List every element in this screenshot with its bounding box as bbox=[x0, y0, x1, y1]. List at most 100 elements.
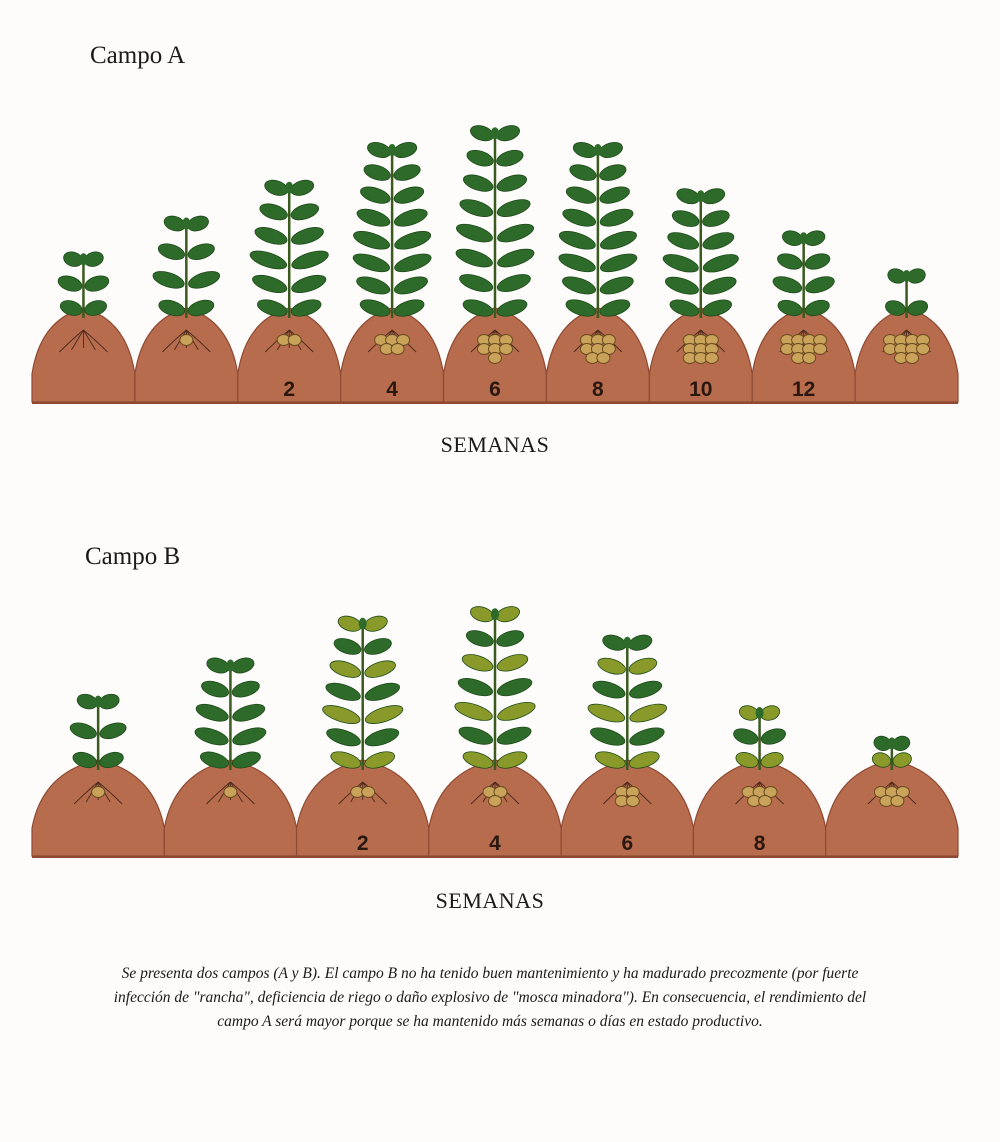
leaf-tip bbox=[903, 270, 911, 282]
leaf bbox=[598, 206, 635, 230]
leaf bbox=[701, 274, 738, 298]
leaf-tip bbox=[359, 618, 367, 630]
mound bbox=[164, 760, 296, 856]
leaf bbox=[803, 251, 832, 272]
leaf bbox=[363, 725, 401, 749]
leaf bbox=[231, 701, 267, 725]
leaf bbox=[596, 655, 628, 677]
tuber bbox=[814, 344, 827, 355]
leaf bbox=[186, 241, 216, 263]
leaf bbox=[495, 172, 529, 195]
leaf bbox=[628, 700, 669, 725]
tuber bbox=[489, 353, 502, 364]
tuber bbox=[597, 353, 610, 364]
leaf bbox=[156, 241, 186, 263]
caption-text: Se presenta dos campos (A y B). El campo… bbox=[95, 962, 885, 1034]
leaf bbox=[186, 268, 221, 291]
leaf bbox=[151, 268, 186, 291]
leaf bbox=[193, 724, 230, 748]
leaf bbox=[362, 162, 392, 184]
leaf bbox=[495, 271, 532, 295]
week-number: 12 bbox=[792, 378, 815, 401]
leaf-tip bbox=[623, 637, 631, 649]
leaf bbox=[392, 273, 429, 297]
tuber bbox=[489, 796, 502, 807]
week-number: 8 bbox=[592, 378, 604, 401]
mound bbox=[135, 308, 238, 402]
leaf-tip bbox=[800, 232, 808, 244]
week-number: 4 bbox=[386, 378, 398, 401]
leaf bbox=[568, 162, 598, 184]
leaf bbox=[588, 724, 627, 748]
mound bbox=[32, 308, 135, 402]
leaf bbox=[495, 196, 532, 220]
leaf bbox=[495, 628, 526, 650]
tuber bbox=[917, 344, 930, 355]
leaf bbox=[701, 251, 740, 276]
leaf bbox=[290, 247, 331, 272]
leaf bbox=[598, 250, 639, 275]
week-number: 10 bbox=[689, 378, 712, 401]
leaf bbox=[392, 184, 426, 207]
plant-stage-6: 8 bbox=[693, 703, 825, 856]
tuber bbox=[891, 796, 904, 807]
plant-stage-2 bbox=[164, 655, 296, 856]
leaf-tip bbox=[491, 127, 499, 139]
leaf-tip bbox=[697, 190, 705, 202]
leaf bbox=[458, 271, 495, 295]
tuber bbox=[705, 353, 718, 364]
leaf bbox=[258, 201, 290, 223]
leaf bbox=[289, 201, 321, 223]
week-number: 8 bbox=[754, 832, 766, 855]
leaf bbox=[464, 628, 495, 650]
week-number: 6 bbox=[621, 832, 633, 855]
leaf-tip bbox=[888, 737, 896, 749]
field-a-diagram: 2 4 6 8 10 12 bbox=[0, 90, 1000, 420]
leaf bbox=[759, 726, 787, 747]
leaf bbox=[321, 702, 363, 727]
leaf bbox=[732, 726, 760, 747]
leaf-tip bbox=[756, 707, 764, 719]
leaf bbox=[56, 273, 84, 294]
leaf bbox=[363, 702, 405, 727]
field-b-title: Campo B bbox=[85, 543, 180, 571]
plant-stage-2 bbox=[135, 214, 238, 402]
leaf bbox=[661, 251, 700, 276]
leaf bbox=[663, 274, 700, 298]
leaf bbox=[456, 675, 495, 699]
week-number: 2 bbox=[283, 378, 295, 401]
leaf bbox=[598, 228, 638, 253]
leaf bbox=[98, 720, 128, 742]
leaf-tip bbox=[79, 253, 87, 265]
leaf bbox=[804, 273, 837, 296]
week-number: 6 bbox=[489, 378, 501, 401]
field-b-diagram: 24 6 8 bbox=[0, 570, 1000, 870]
leaf bbox=[460, 651, 495, 674]
leaf bbox=[393, 228, 433, 253]
plant-stage-4: 4 bbox=[429, 604, 561, 856]
leaf-tip bbox=[182, 218, 190, 230]
leaf bbox=[332, 635, 363, 657]
tuber bbox=[180, 335, 193, 346]
leaf bbox=[591, 678, 627, 702]
plant-stage-9 bbox=[855, 267, 958, 402]
leaf bbox=[495, 675, 534, 699]
leaf bbox=[701, 229, 736, 252]
leaf bbox=[495, 724, 533, 748]
mound bbox=[32, 760, 164, 856]
plant-stage-7 bbox=[826, 734, 958, 856]
leaf bbox=[454, 246, 495, 271]
leaf bbox=[560, 273, 597, 297]
tuber bbox=[759, 796, 772, 807]
leaf bbox=[199, 678, 230, 700]
tuber bbox=[500, 344, 513, 355]
leaf bbox=[355, 206, 392, 230]
tuber bbox=[362, 787, 375, 798]
plant-stage-3: 2 bbox=[297, 613, 429, 856]
tuber bbox=[288, 335, 301, 346]
leaf bbox=[458, 196, 495, 220]
tuber bbox=[803, 353, 816, 364]
leaf bbox=[495, 221, 535, 246]
tuber bbox=[626, 796, 639, 807]
tuber bbox=[391, 344, 404, 355]
